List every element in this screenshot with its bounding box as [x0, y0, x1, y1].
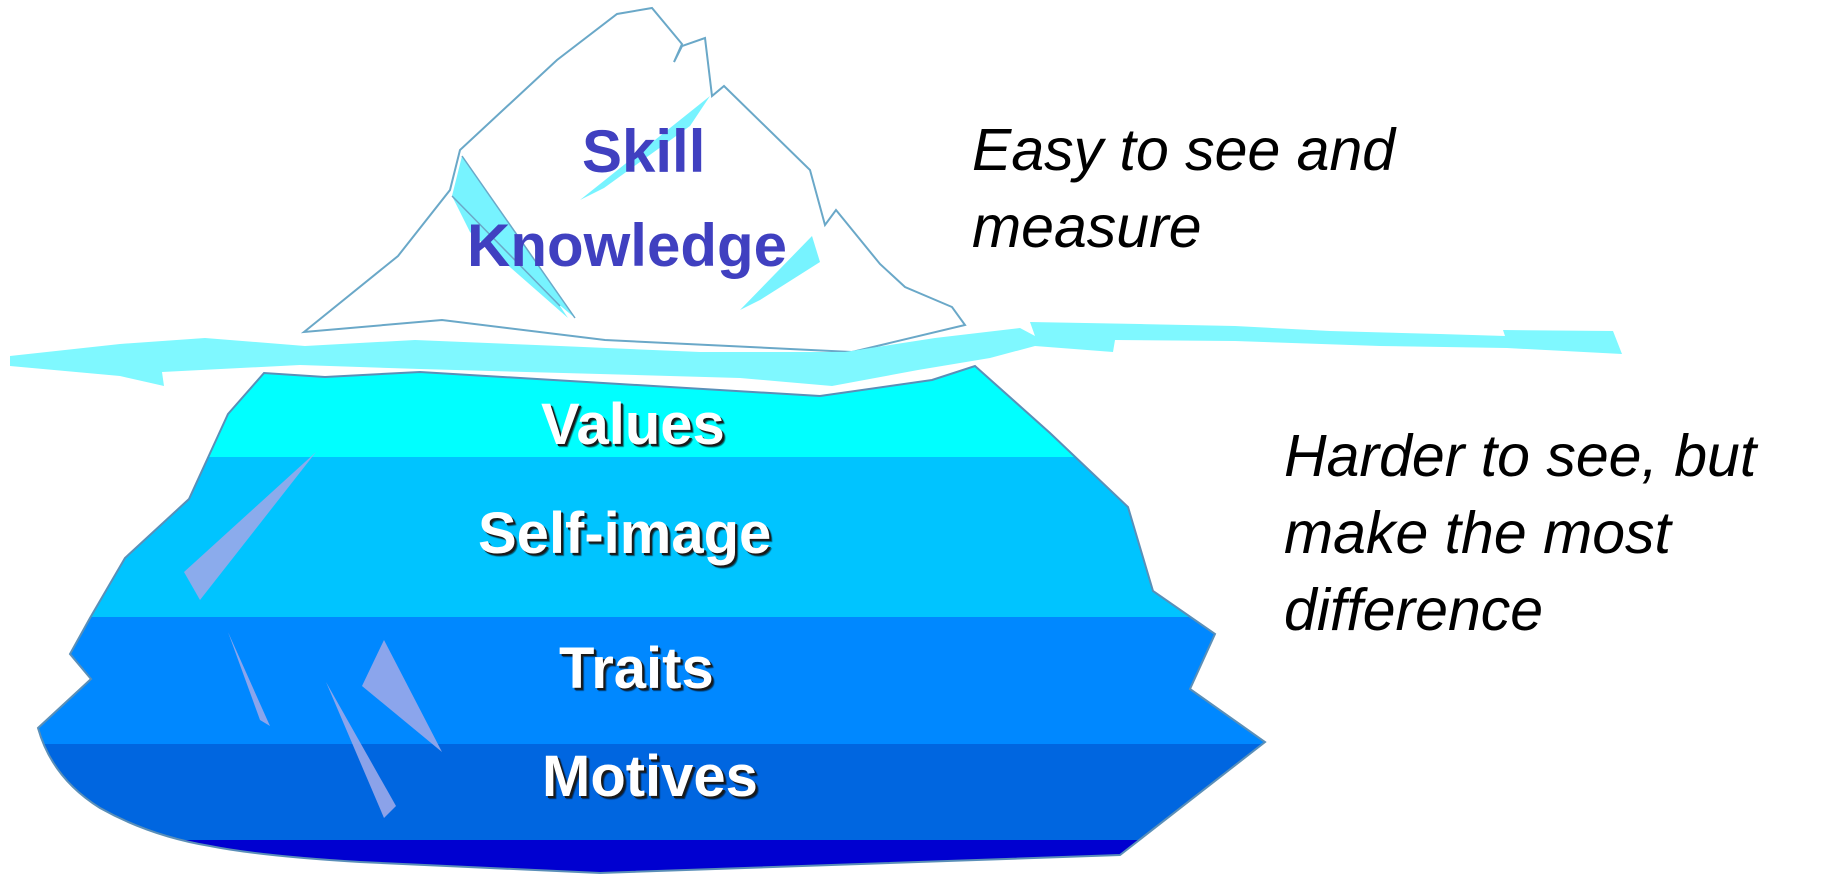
note-easy-to-see: Easy to see and measure	[972, 112, 1395, 266]
water-line	[10, 322, 1622, 386]
note-harder-line-1: Harder to see, but	[1284, 423, 1757, 489]
band-traits	[38, 617, 1265, 744]
label-traits: Traits	[559, 636, 714, 701]
note-easy-line-1: Easy to see and	[972, 117, 1396, 183]
note-harder-line-3: difference	[1284, 577, 1544, 643]
label-skill: Skill	[582, 118, 706, 185]
top-shard-lines	[451, 155, 576, 319]
note-easy-line-2: measure	[972, 194, 1202, 260]
label-self-image: Self-image	[478, 501, 772, 566]
underwater-outline	[36, 364, 1267, 875]
note-harder-to-see: Harder to see, but make the most differe…	[1284, 418, 1756, 649]
underwater-shards	[184, 452, 442, 818]
note-harder-line-2: make the most	[1284, 500, 1671, 566]
label-values: Values	[541, 392, 725, 457]
label-knowledge: Knowledge	[467, 212, 788, 279]
band-motives	[38, 744, 1265, 840]
label-motives: Motives	[542, 744, 758, 809]
